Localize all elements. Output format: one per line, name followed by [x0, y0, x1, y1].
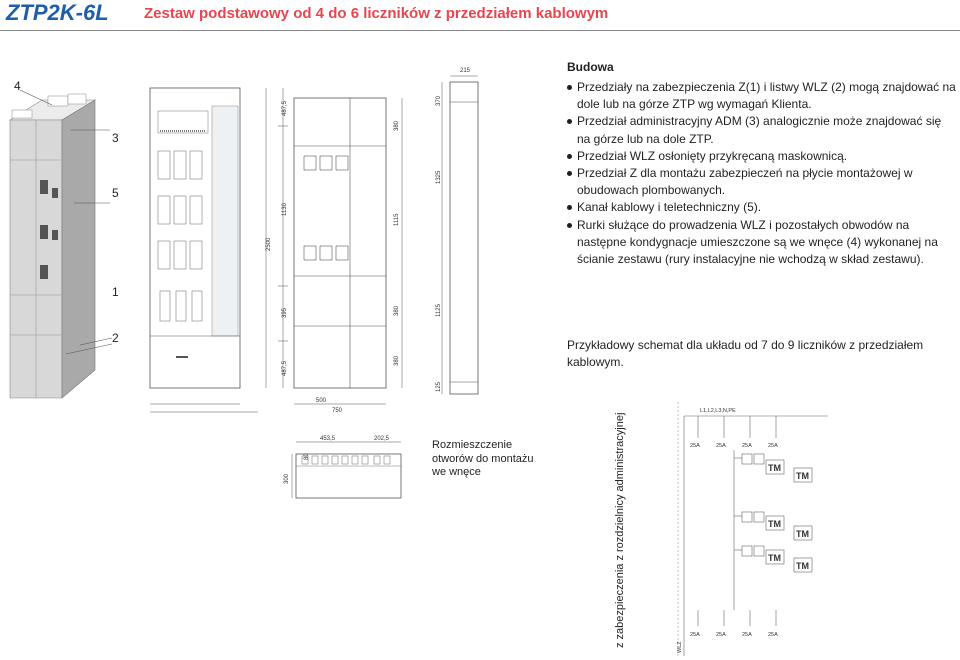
- dim-holes-w2: 202,5: [374, 436, 390, 442]
- dim-holes-h1: 80: [304, 453, 310, 460]
- wlz-label: WLZ: [677, 641, 683, 653]
- fuse-label-7: 25A: [742, 632, 752, 638]
- meter-label-5: TM: [768, 553, 781, 563]
- dim-holes-h2: 300: [284, 473, 290, 484]
- meter-label-2: TM: [796, 471, 809, 481]
- page-title: Zestaw podstawowy od 4 do 6 liczników z …: [144, 5, 609, 22]
- header-divider: [0, 30, 960, 31]
- callout-4: 4: [14, 79, 21, 93]
- budowa-item: Przedział Z dla montażu zabezpieczeń na …: [567, 165, 957, 199]
- mounting-holes-drawing: 453,5 202,5 80 300: [284, 436, 402, 499]
- callout-1: 1: [112, 285, 119, 299]
- dim-door-bottom: 380: [394, 355, 400, 366]
- fuse-label-4: 25A: [768, 443, 778, 449]
- dim-front-top: 487,5: [282, 100, 288, 116]
- schematic-vertical-label: z zabezpieczenia z rozdzielnicy administ…: [614, 412, 626, 648]
- bus-label: L1,L2,L3,N,PE: [700, 408, 736, 414]
- dim-width-total: 750: [332, 408, 343, 414]
- callout-5: 5: [112, 186, 119, 200]
- budowa-list: Przedziały na zabezpieczenia Z(1) i list…: [567, 79, 957, 268]
- dim-width-inner: 500: [316, 398, 327, 404]
- fuse-label-5: 25A: [690, 632, 700, 638]
- fuse-label-2: 25A: [716, 443, 726, 449]
- dim-holes-w1: 453,5: [320, 436, 336, 442]
- budowa-heading: Budowa: [567, 60, 614, 74]
- dim-front-mid: 1130: [282, 202, 288, 216]
- meter-label-3: TM: [768, 519, 781, 529]
- budowa-item: Rurki służące do prowadzenia WLZ i pozos…: [567, 217, 957, 269]
- door-view-drawing: 380 1115 380 380 500 750: [293, 97, 403, 414]
- example-description: Przykładowy schemat dla układu od 7 do 9…: [567, 338, 924, 370]
- cabinet-3d-illustration: [8, 89, 113, 399]
- dim-side-mid: 1325: [436, 170, 442, 184]
- dim-total-height: 2500: [266, 237, 272, 251]
- fuse-label-3: 25A: [742, 443, 752, 449]
- product-code: ZTP2K-6L: [6, 0, 109, 25]
- dim-door-mid: 1115: [394, 213, 400, 226]
- dim-front-low: 395: [282, 307, 288, 318]
- budowa-item: Przedział administracyjny ADM (3) analog…: [567, 113, 957, 147]
- dim-door-low: 380: [394, 305, 400, 316]
- fuse-label-8: 25A: [768, 632, 778, 638]
- dim-front-bottom: 487,5: [282, 360, 288, 376]
- budowa-item: Kanał kablowy i teletechniczny (5).: [567, 199, 957, 216]
- callout-2: 2: [112, 331, 119, 345]
- meter-label-4: TM: [796, 529, 809, 539]
- fuse-label-6: 25A: [716, 632, 726, 638]
- dim-side-top: 370: [436, 95, 442, 106]
- dim-side-depth: 215: [460, 68, 471, 74]
- budowa-item: Przedziały na zabezpieczenia Z(1) i list…: [567, 79, 957, 113]
- dim-side-bottom: 125: [436, 381, 442, 392]
- wiring-schematic: L1,L2,L3,N,PE 25A 25A 25A 25A 25A 25A 25…: [677, 402, 828, 656]
- fuse-label-1: 25A: [690, 443, 700, 449]
- meter-label-1: TM: [768, 463, 781, 473]
- mounting-holes-caption: Rozmieszczenie otworów do montażu we wnę…: [432, 439, 534, 478]
- budowa-item: Przedział WLZ osłonięty przykręcaną mask…: [567, 148, 957, 165]
- meter-label-6: TM: [796, 561, 809, 571]
- front-view-drawing: 487,5 1130 395 487,5 2500: [149, 87, 288, 413]
- callout-3: 3: [112, 131, 119, 145]
- dim-door-top: 380: [394, 120, 400, 131]
- dim-side-low: 1125: [436, 303, 442, 317]
- side-view-drawing: 215 370 1325 1125 125: [436, 68, 479, 395]
